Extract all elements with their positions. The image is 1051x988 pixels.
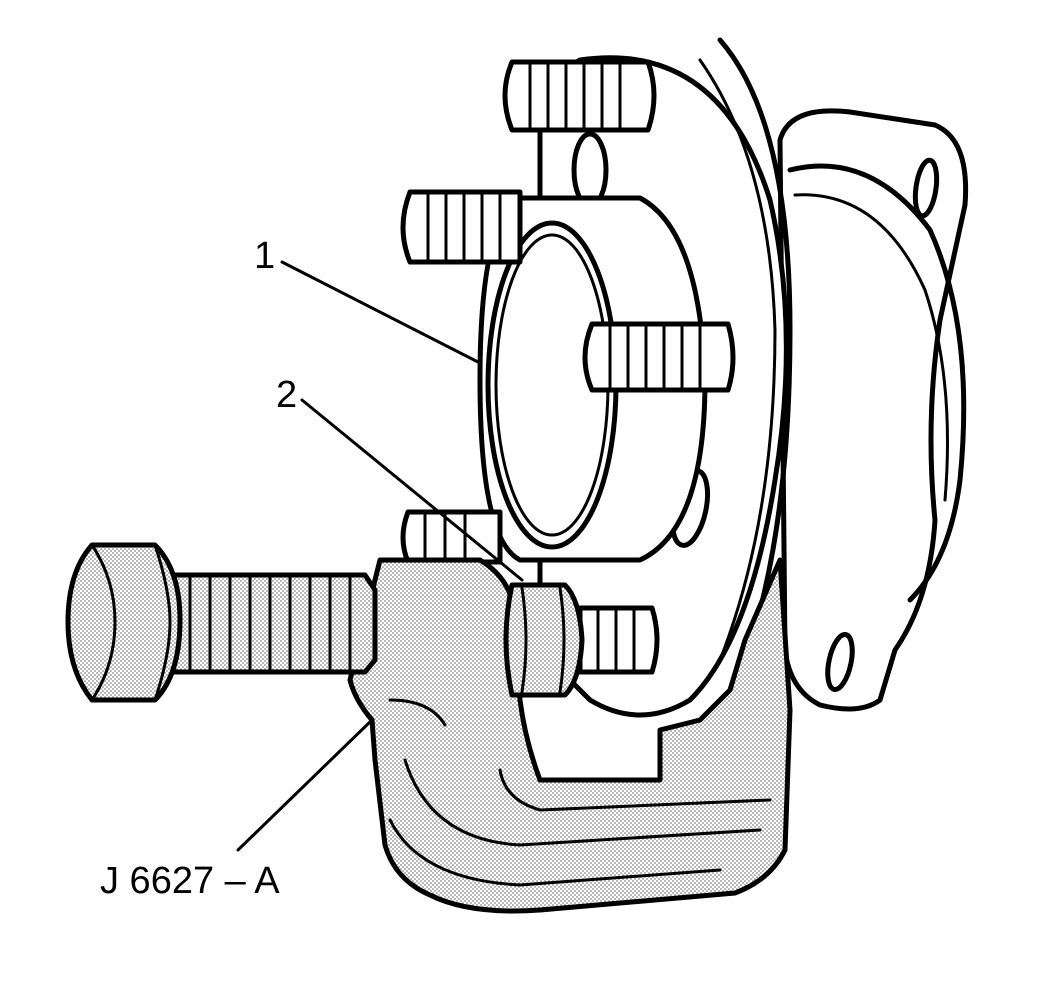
- lug-nut: [503, 582, 585, 698]
- wheel-stud-lower-left: [400, 509, 503, 565]
- wheel-stud-upper-left: [400, 189, 523, 265]
- leader-line-2: [300, 398, 524, 582]
- tool-label: J 6627 – A: [100, 860, 280, 902]
- press-tool-body: [347, 557, 793, 914]
- leader-lines: [236, 260, 524, 852]
- flange-bolt-hole-bottom: [825, 632, 855, 692]
- wheel-stud-bottom: [577, 605, 660, 675]
- leader-line-1: [280, 260, 480, 364]
- forcing-screw-hex-head: [65, 542, 183, 703]
- bearing-flange: [777, 108, 969, 712]
- hub-stud-hole-upper: [571, 131, 609, 209]
- callout-2: 2: [276, 374, 297, 416]
- callout-1: 1: [254, 235, 275, 277]
- forcing-screw: [167, 572, 378, 675]
- flange-bolt-hole-top: [912, 157, 940, 219]
- leader-line-tool: [236, 718, 374, 852]
- wheel-stud-center: [582, 321, 736, 393]
- wheel-stud-top: [502, 59, 657, 133]
